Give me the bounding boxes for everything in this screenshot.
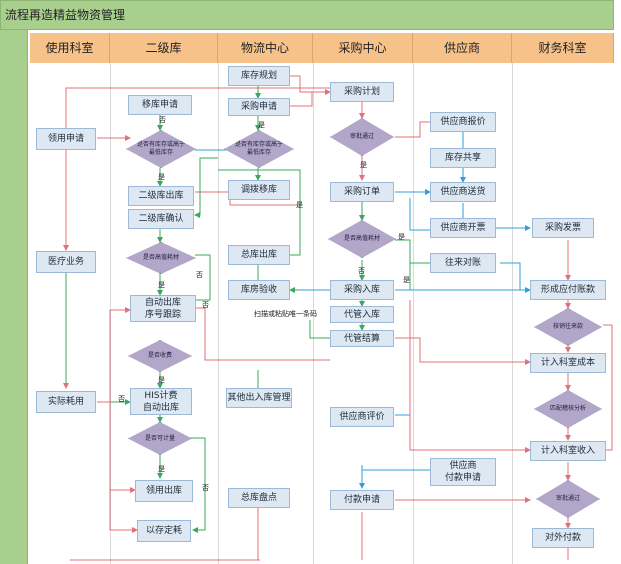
lane-divider <box>512 63 513 564</box>
node-supplier-payment-request: 供应商 付款申请 <box>430 458 496 486</box>
node-dept-revenue: 计入科室收入 <box>530 441 606 461</box>
edge-label-no: 否 <box>358 267 365 275</box>
node-supplier-evaluation: 供应商评价 <box>330 407 394 427</box>
node-supplier-invoice: 供应商开票 <box>430 218 496 238</box>
node-other-inout: 其他出入库管理 <box>226 388 292 408</box>
node-accounts-payable: 形成应付账款 <box>530 280 606 300</box>
node-transfer-request: 移库申请 <box>128 95 192 115</box>
node-auto-outbound-line1: 自动出库 <box>144 297 181 308</box>
edge-label-no: 否 <box>118 395 125 403</box>
edge-label-yes: 是 <box>158 281 165 289</box>
node-requisition-outbound: 领用出库 <box>135 480 193 502</box>
edge-label-no: 否 <box>202 484 209 492</box>
node-supplier-delivery: 供应商送货 <box>430 182 496 202</box>
edge-label-yes: 是 <box>360 161 367 169</box>
node-allocation-transfer: 调拨移库 <box>228 180 290 200</box>
edge-label-yes: 是 <box>258 121 265 129</box>
edge-label-scan-barcode: 扫描或粘贴唯一条码 <box>254 310 317 318</box>
node-requisition-request: 领用申请 <box>36 128 96 150</box>
lane-divider <box>218 63 219 564</box>
node-secondary-confirm: 二级库确认 <box>128 209 194 229</box>
node-purchase-invoice: 采购发票 <box>532 218 594 238</box>
node-his-billing-line2: 自动出库 <box>142 402 179 413</box>
node-actual-consumption: 实际耗用 <box>36 391 96 413</box>
edge-label-yes: 是 <box>158 376 165 384</box>
node-auto-outbound-tracking: 自动出库 序号跟踪 <box>130 295 196 322</box>
left-strip <box>0 30 28 564</box>
node-account-reconciliation: 往来对账 <box>430 253 496 273</box>
node-supplier-payment-line1: 供应商 <box>449 461 477 471</box>
edge-label-no: 否 <box>196 271 203 279</box>
node-warehouse-acceptance: 库房验收 <box>228 280 290 300</box>
lane-header-finance: 财务科室 <box>512 33 614 63</box>
node-secondary-outbound: 二级库出库 <box>128 186 194 206</box>
edge-label-yes: 是 <box>403 276 410 284</box>
node-supplier-quote: 供应商报价 <box>430 112 496 132</box>
lane-header-purchasing: 采购中心 <box>313 33 413 63</box>
node-purchase-plan: 采购计划 <box>330 82 394 102</box>
node-dept-cost: 计入科室成本 <box>530 353 606 373</box>
node-purchase-request: 采购申请 <box>228 98 290 116</box>
lane-header-logistics: 物流中心 <box>218 33 313 63</box>
node-consignment-settlement: 代管结算 <box>330 330 394 347</box>
node-medical-business: 医疗业务 <box>36 251 96 273</box>
node-consignment-inbound: 代管入库 <box>330 306 394 323</box>
lane-header-usage-dept: 使用科室 <box>30 33 110 63</box>
node-purchase-inbound: 采购入库 <box>330 280 394 300</box>
lane-header-secondary-store: 二级库 <box>110 33 218 63</box>
lane-divider <box>313 63 314 564</box>
lane-divider <box>413 63 414 564</box>
edge-label-no: 否 <box>159 116 166 124</box>
edge-label-no: 否 <box>202 301 209 309</box>
edge-label-yes: 是 <box>398 233 405 241</box>
node-external-payment: 对外付款 <box>532 528 594 548</box>
diagram-title: 流程再造精益物资管理 <box>0 0 614 30</box>
node-payment-request: 付款申请 <box>330 490 394 510</box>
edge-label-yes: 是 <box>158 173 165 181</box>
node-his-billing: HIS计费 自动出库 <box>130 388 192 415</box>
node-inventory-sharing: 库存共享 <box>430 148 496 168</box>
node-supplier-payment-line2: 付款申请 <box>444 473 481 483</box>
node-inventory-planning: 库存规划 <box>228 66 290 86</box>
lane-header-supplier: 供应商 <box>413 33 512 63</box>
node-main-store-stocktake: 总库盘点 <box>228 488 290 508</box>
node-stock-based-consumption: 以存定耗 <box>137 520 191 542</box>
node-auto-outbound-line2: 序号跟踪 <box>144 309 181 320</box>
node-his-billing-line1: HIS计费 <box>144 390 178 401</box>
edge-label-yes: 是 <box>158 465 165 473</box>
edge-label-yes: 是 <box>296 201 303 209</box>
node-main-store-outbound: 总库出库 <box>228 245 290 265</box>
node-purchase-order: 采购订单 <box>330 182 394 202</box>
